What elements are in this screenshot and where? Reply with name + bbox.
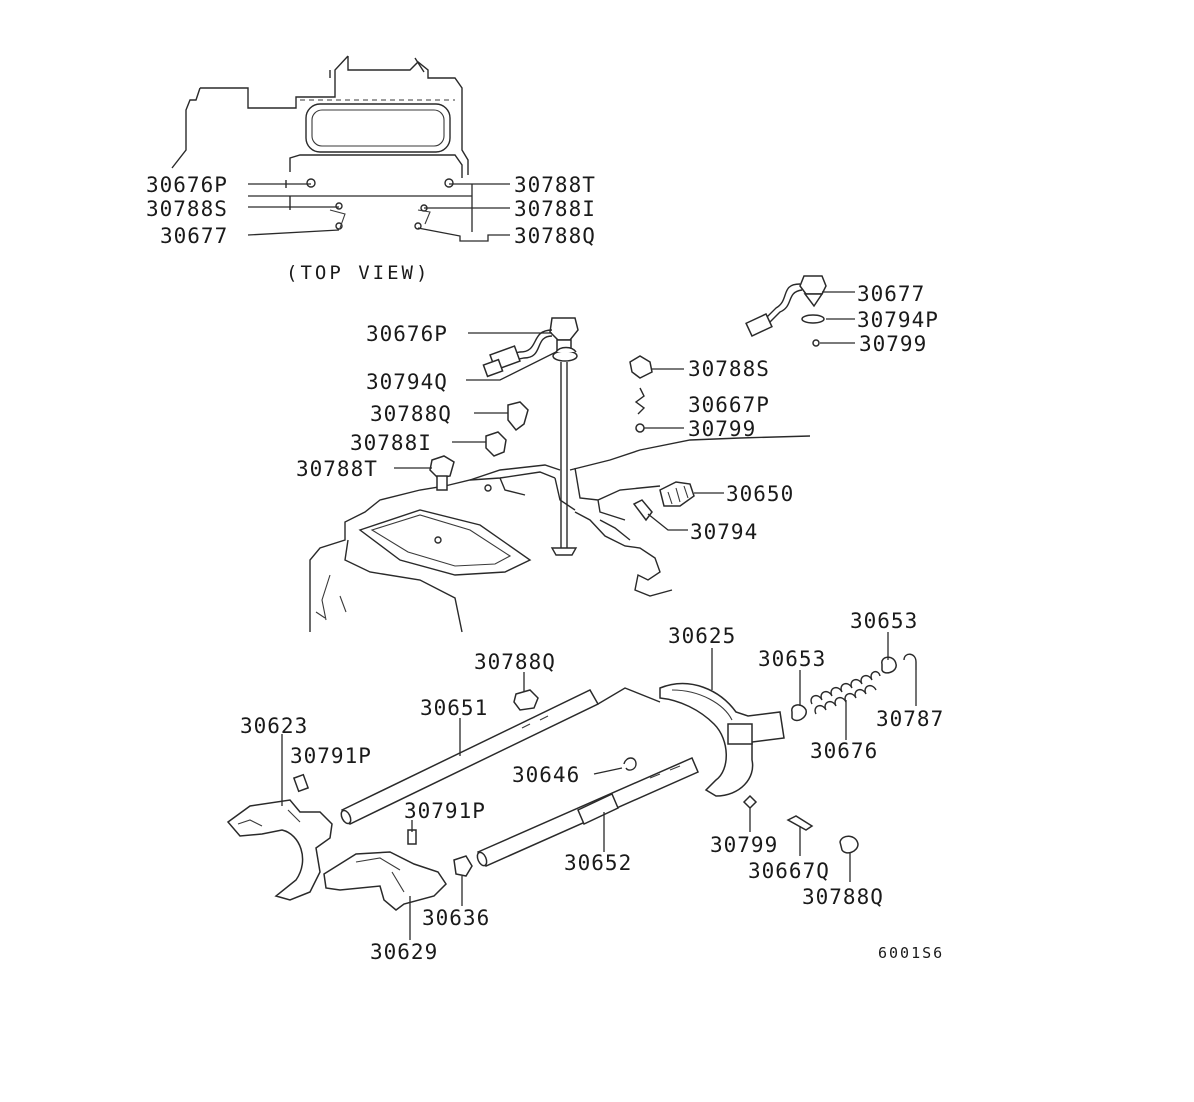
top-view-housing bbox=[171, 55, 469, 230]
label-30652: 30652 bbox=[564, 851, 632, 875]
label-30788s-upper: 30788S bbox=[688, 357, 770, 381]
label-30676p-upper: 30676P bbox=[366, 322, 448, 346]
label-30676p-top: 30676P bbox=[146, 173, 228, 197]
label-30653-upper: 30653 bbox=[850, 609, 918, 633]
label-30676: 30676 bbox=[810, 739, 878, 763]
label-30651: 30651 bbox=[420, 696, 488, 720]
label-30623: 30623 bbox=[240, 714, 308, 738]
lower-parts bbox=[226, 653, 917, 911]
label-30788q-lower-top: 30788Q bbox=[474, 650, 556, 674]
label-30653-lower: 30653 bbox=[758, 647, 826, 671]
top-view-leaders bbox=[247, 183, 510, 242]
transmission-case-drawing bbox=[309, 435, 811, 633]
label-30794q: 30794Q bbox=[366, 370, 448, 394]
label-30667q: 30667Q bbox=[748, 859, 830, 883]
label-30791p-lower: 30791P bbox=[404, 799, 486, 823]
lower-labels: 30625 30653 30653 30787 30676 30788Q 306… bbox=[240, 609, 944, 964]
label-30787: 30787 bbox=[876, 707, 944, 731]
label-30646: 30646 bbox=[512, 763, 580, 787]
top-view-caption: (TOP VIEW) bbox=[286, 262, 430, 284]
label-30788q-lower-right: 30788Q bbox=[802, 885, 884, 909]
label-30794p: 30794P bbox=[857, 308, 939, 332]
label-30667p: 30667P bbox=[688, 393, 770, 417]
label-30788i-top: 30788I bbox=[514, 197, 596, 221]
label-30788q-upper: 30788Q bbox=[370, 402, 452, 426]
figure-code: 6001S6 bbox=[878, 944, 944, 962]
label-30788t-upper: 30788T bbox=[296, 457, 378, 481]
label-30799-upper-mid: 30799 bbox=[688, 417, 756, 441]
label-30799-lower: 30799 bbox=[710, 833, 778, 857]
label-30791p-upper: 30791P bbox=[290, 744, 372, 768]
label-30794: 30794 bbox=[690, 520, 758, 544]
label-30636: 30636 bbox=[422, 906, 490, 930]
label-30650: 30650 bbox=[726, 482, 794, 506]
lower-leaders bbox=[281, 632, 917, 940]
top-view-labels: 30676P 30788S 30677 30788T 30788I 30788Q… bbox=[146, 173, 596, 284]
label-30788q-top: 30788Q bbox=[514, 224, 596, 248]
label-30677-top: 30677 bbox=[160, 224, 228, 248]
label-30788i-upper: 30788I bbox=[350, 431, 432, 455]
upper-labels: 30677 30794P 30799 30676P 30794Q 30788Q … bbox=[296, 282, 939, 544]
label-30629: 30629 bbox=[370, 940, 438, 964]
label-30788s-top: 30788S bbox=[146, 197, 228, 221]
label-30625: 30625 bbox=[668, 624, 736, 648]
label-30677-upper: 30677 bbox=[857, 282, 925, 306]
label-30788t-top: 30788T bbox=[514, 173, 596, 197]
upper-leaders bbox=[394, 291, 855, 531]
label-30799-upper-right: 30799 bbox=[859, 332, 927, 356]
upper-parts bbox=[429, 275, 827, 556]
